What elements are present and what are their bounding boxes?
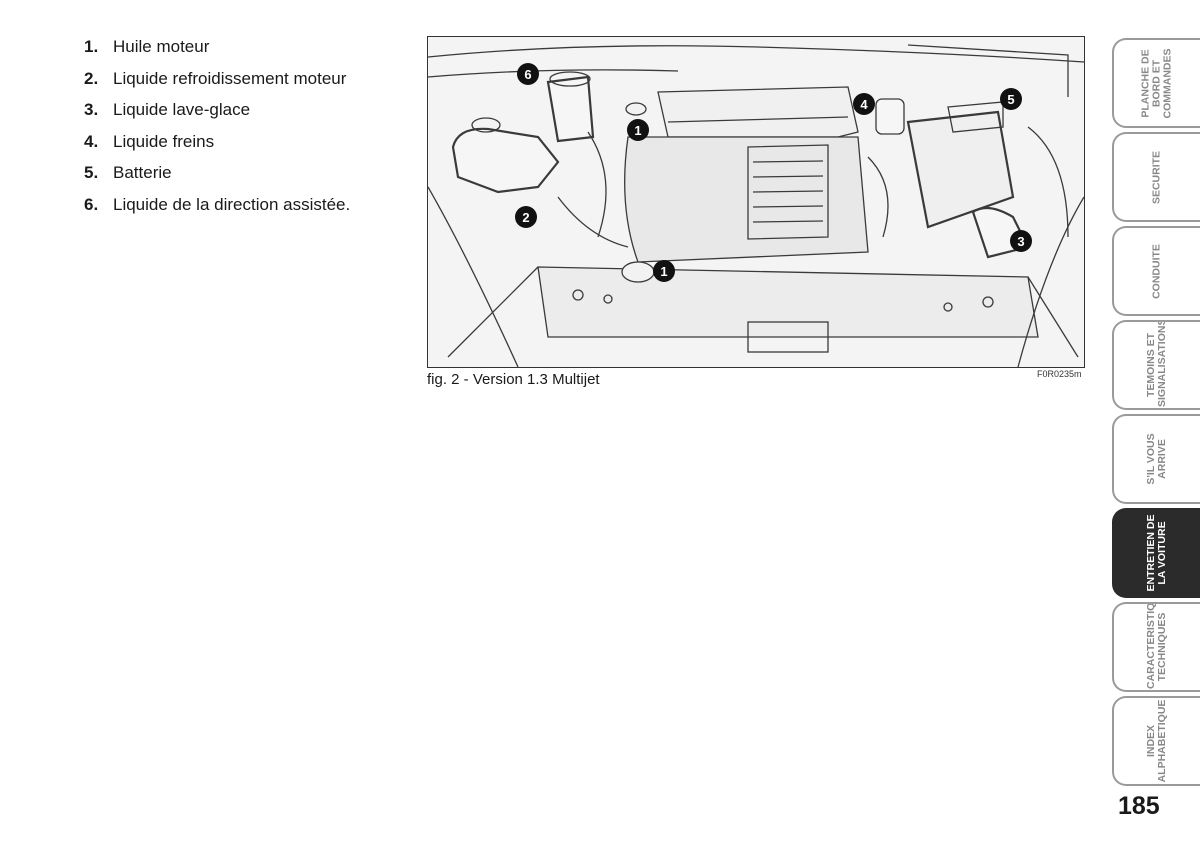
- legend-number: 4.: [84, 131, 99, 151]
- callout-power-steering: 6: [517, 63, 539, 85]
- tab-label: S'IL VOUS ARRIVE: [1145, 433, 1168, 485]
- callout-washer: 3: [1010, 230, 1032, 252]
- callout-number: 5: [1007, 92, 1014, 107]
- legend-number: 1.: [84, 37, 99, 56]
- tab-planche-de-bord[interactable]: PLANCHE DE BORD ET COMMANDES: [1112, 38, 1200, 128]
- tab-entretien[interactable]: ENTRETIEN DE LA VOITURE: [1112, 508, 1200, 598]
- legend-label: Liquide freins: [113, 131, 215, 151]
- legend-number: 6.: [84, 194, 99, 214]
- tab-label: SECURITE: [1150, 150, 1163, 204]
- callout-battery: 5: [1000, 88, 1022, 110]
- callout-oil-lower: 1: [653, 260, 675, 282]
- legend-number: 2.: [84, 68, 99, 88]
- legend-item: 4. Liquide freins: [84, 131, 350, 163]
- legend-list: 1. Huile moteur 2. Liquide refroidissement…: [84, 36, 350, 226]
- legend-label: Batterie: [113, 163, 172, 183]
- figure-caption: fig. 2 - Version 1.3 Multijet: [427, 371, 600, 388]
- callout-coolant: 2: [515, 206, 537, 228]
- legend-item: 5. Batterie: [84, 162, 350, 194]
- legend-item: 2. Liquide refroidissement moteur: [84, 68, 350, 100]
- legend-item: 3. Liquide lave-glace: [84, 99, 350, 131]
- legend-label: Liquide de la direction assistée.: [113, 194, 351, 214]
- page-number: 185: [1118, 792, 1160, 820]
- legend-label: Liquide lave-glace: [113, 100, 251, 120]
- tab-sil-vous-arrive[interactable]: S'IL VOUS ARRIVE: [1112, 414, 1200, 504]
- legend-number: 3.: [84, 100, 99, 120]
- callout-number: 1: [660, 264, 667, 279]
- legend-number: 5.: [84, 163, 99, 183]
- tab-caracteristiques[interactable]: CARACTERISTIQUES TECHNIQUES: [1112, 602, 1200, 692]
- engine-bay-illustration: 1 1 2 3 4 5 6: [427, 36, 1085, 368]
- callout-oil-upper: 1: [627, 119, 649, 141]
- legend-label: Liquide refroidissement moteur: [113, 68, 347, 88]
- tab-label: PLANCHE DE BORD ET COMMANDES: [1139, 48, 1174, 118]
- tab-label: INDEX ALPHABETIQUE: [1145, 699, 1168, 783]
- tab-label: CARACTERISTIQUES TECHNIQUES: [1145, 602, 1168, 689]
- callout-number: 2: [522, 210, 529, 225]
- tab-temoins[interactable]: TEMOINS ET SIGNALISATIONS: [1112, 320, 1200, 410]
- tab-label: TEMOINS ET SIGNALISATIONS: [1145, 320, 1168, 407]
- tab-conduite[interactable]: CONDUITE: [1112, 226, 1200, 316]
- legend-item: 1. Huile moteur: [84, 36, 350, 68]
- callout-brake-fluid: 4: [853, 93, 875, 115]
- tab-securite[interactable]: SECURITE: [1112, 132, 1200, 222]
- callout-number: 4: [860, 97, 868, 112]
- figure-code: F0R0235m: [1037, 369, 1082, 379]
- callout-number: 3: [1017, 234, 1024, 249]
- legend-item: 6. Liquide de la direction assistée.: [84, 194, 350, 226]
- engine-bay-drawing: 1 1 2 3 4 5 6: [428, 44, 1084, 367]
- callout-number: 6: [524, 67, 531, 82]
- tab-label: CONDUITE: [1150, 243, 1163, 299]
- legend-label: Huile moteur: [113, 37, 210, 56]
- callout-number: 1: [634, 123, 641, 138]
- tab-index[interactable]: INDEX ALPHABETIQUE: [1112, 696, 1200, 786]
- tab-label: ENTRETIEN DE LA VOITURE: [1145, 514, 1168, 592]
